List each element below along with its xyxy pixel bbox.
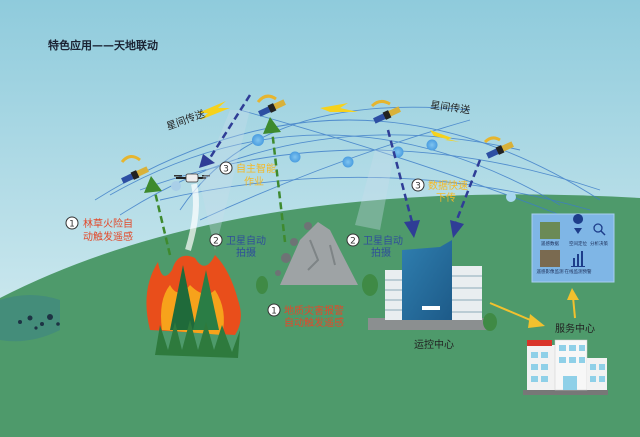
svg-text:1: 1 <box>271 307 277 317</box>
ground-hill <box>0 194 640 437</box>
scan-beam <box>355 150 395 230</box>
service-center-label: 服务中心 <box>555 322 595 335</box>
panel-item-label: 分析决策 <box>590 240 608 247</box>
burning-forest <box>146 255 241 358</box>
satellite-icon <box>120 155 149 184</box>
svg-text:2: 2 <box>213 237 219 247</box>
landslide-mountain <box>256 222 378 296</box>
svg-text:拍摄: 拍摄 <box>236 246 256 259</box>
svg-text:作业: 作业 <box>244 176 264 188</box>
ops-center-label: 运控中心 <box>414 338 454 351</box>
bar-chart-icon <box>571 251 585 267</box>
signal-bolts <box>198 101 460 142</box>
svg-text:自主智能: 自主智能 <box>236 162 276 175</box>
panel-item-label: 在线监测预警 <box>565 268 592 275</box>
svg-text:3: 3 <box>223 165 229 175</box>
satellite-icon <box>256 94 286 117</box>
panel-item-label: 空间定位 <box>569 240 587 247</box>
svg-text:林草火险自: 林草火险自 <box>83 217 133 230</box>
panel-item-label: 遥感数据 <box>541 240 559 247</box>
ops-center-building <box>368 240 497 331</box>
map-image-icon <box>540 250 560 267</box>
geo-alert-label: 1 地质灾害报警 自动触发遥感 <box>267 303 344 329</box>
svg-text:2: 2 <box>350 237 356 247</box>
svg-text:自动触发遥感: 自动触发遥感 <box>284 316 344 329</box>
svg-text:卫星自动: 卫星自动 <box>363 234 403 247</box>
network-nodes <box>171 134 516 202</box>
svg-text:1: 1 <box>69 220 75 230</box>
service-arrows <box>489 288 579 328</box>
svg-text:3: 3 <box>415 182 421 192</box>
downlink-label: 3 数据快速 下传 <box>411 178 468 204</box>
debris-dots <box>18 314 60 330</box>
location-pin-icon <box>573 214 584 234</box>
water-spray <box>185 183 199 251</box>
orbit-lines <box>94 106 601 221</box>
arrow-heads <box>144 117 464 238</box>
satellite-image-icon <box>540 222 560 239</box>
panel-item-label: 遥感影像监测 <box>537 268 564 275</box>
satellite-icon <box>370 99 401 124</box>
drone-task-label: 3 自主智能 作业 <box>219 161 276 188</box>
service-panel: 遥感数据 空间定位 分析决策 遥感影像监测 在线监测预警 <box>531 213 615 283</box>
service-center-building <box>523 339 608 395</box>
fire-alert-label: 1 林草火险自 动触发遥感 <box>65 216 133 243</box>
svg-text:下传: 下传 <box>436 192 456 204</box>
svg-text:动触发遥感: 动触发遥感 <box>83 230 133 243</box>
uplink-arrows <box>152 94 482 256</box>
svg-text:地质灾害报警: 地质灾害报警 <box>284 304 344 317</box>
drone-icon <box>174 173 210 251</box>
magnifier-icon <box>593 223 603 233</box>
page-title: 特色应用——天地联动 <box>48 38 158 52</box>
satellite-icon <box>483 136 514 159</box>
scan-beam <box>200 110 250 250</box>
svg-text:卫星自动: 卫星自动 <box>226 234 266 247</box>
satellite-shoot-label-right: 2 卫星自动 拍摄 <box>346 233 403 259</box>
satellite-shoot-label-left: 2 卫星自动 拍摄 <box>209 233 266 259</box>
svg-text:数据快速: 数据快速 <box>428 179 468 192</box>
svg-text:拍摄: 拍摄 <box>371 246 391 259</box>
